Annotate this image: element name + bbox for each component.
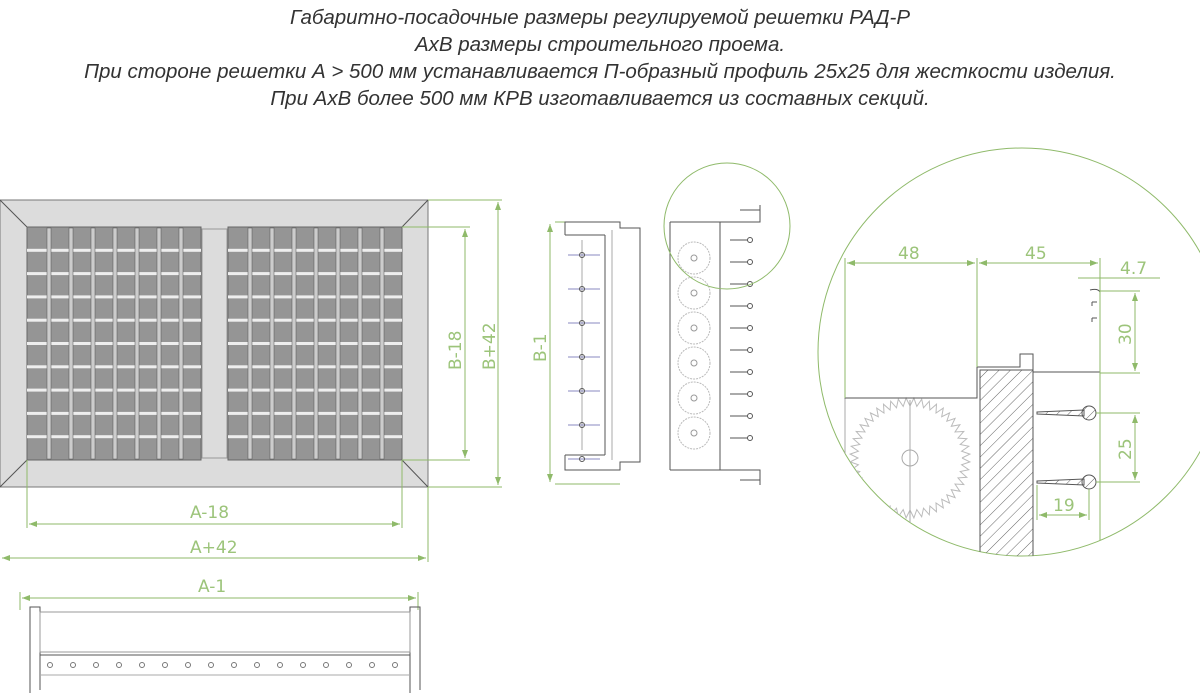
side-section-view-2 — [663, 162, 791, 485]
blade-2 — [1036, 474, 1097, 490]
side-section-view: B-1 — [531, 221, 641, 485]
front-dimensions: B-18 B+42 A-18 A+42 — [2, 199, 502, 562]
dim-25: 25 — [1116, 438, 1136, 460]
dim-4-7: 4.7 — [1120, 259, 1147, 279]
blade-1 — [1036, 405, 1097, 421]
dim-19: 19 — [1053, 496, 1075, 516]
title-line-2: АхВ размеры строительного проема. — [414, 33, 786, 56]
title-line-3: При стороне решетки А > 500 мм устанавли… — [84, 60, 1116, 83]
dim-a-42: A+42 — [190, 538, 238, 558]
dim-a-1: A-1 — [198, 577, 226, 597]
dim-b-1: B-1 — [531, 333, 551, 362]
title-line-1: Габаритно-посадочные размеры регулируемо… — [289, 6, 911, 29]
dim-30: 30 — [1116, 323, 1136, 345]
bottom-view: A-1 — [19, 577, 421, 693]
gear-icon — [848, 396, 972, 556]
dim-b-18: B-18 — [446, 331, 466, 370]
dim-b-42: B+42 — [480, 322, 500, 370]
profile-detail-view: 48 45 4.7 30 25 19 — [817, 147, 1200, 557]
dim-a-18: A-18 — [190, 503, 229, 523]
dim-48: 48 — [898, 244, 920, 264]
detail-callout-circle — [663, 162, 791, 290]
wall-section — [979, 369, 1034, 556]
grille-louvers — [26, 226, 403, 461]
front-view — [0, 199, 429, 488]
title-line-4: При АхВ более 500 мм КРВ изготавливается… — [270, 87, 930, 110]
dim-45: 45 — [1025, 244, 1047, 264]
